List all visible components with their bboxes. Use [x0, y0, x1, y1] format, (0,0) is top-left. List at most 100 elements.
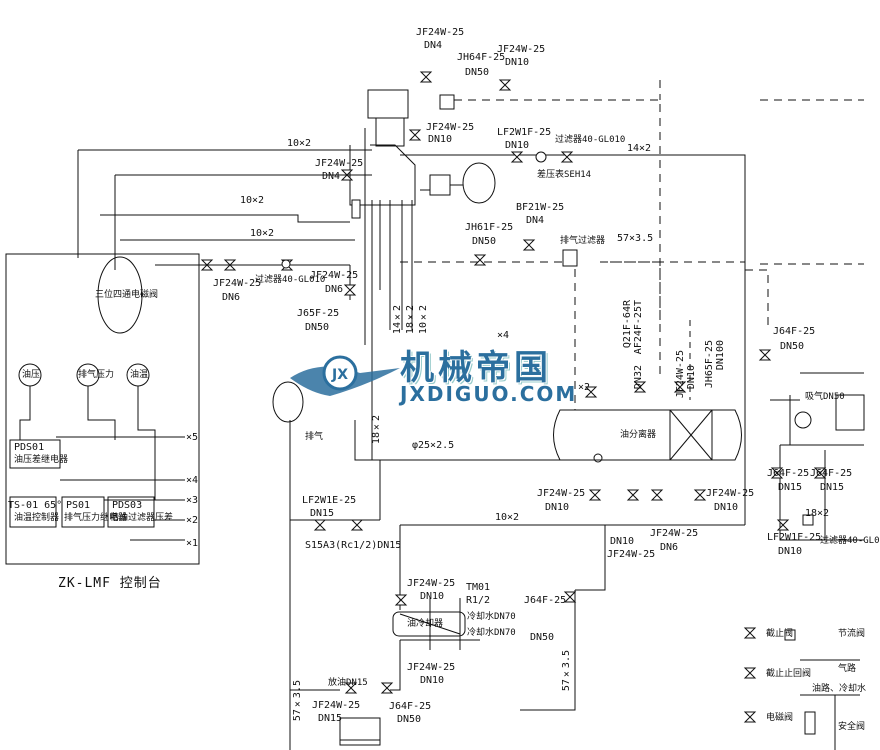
valve-label: JF24W-25 — [213, 278, 262, 289]
sensor-label: R1/2 — [466, 595, 491, 606]
valve-label: DN50 — [305, 322, 330, 333]
valve-label: DN15 — [820, 482, 845, 493]
device-label: TS-01 65° — [8, 500, 63, 511]
valve-label: JF24W-25 — [706, 488, 755, 499]
oil-separator-shape — [553, 409, 742, 461]
valve-label: DN10 — [714, 502, 739, 513]
svg-text:JX: JX — [331, 367, 348, 383]
cooler-label: 油冷却器 — [407, 619, 444, 629]
valve-label: JF24W-25 — [407, 578, 456, 589]
device-label: PDS01 — [14, 442, 45, 453]
device-label: PS01 — [66, 500, 91, 511]
pump-label: 排气 — [305, 432, 324, 442]
filter-label: 过滤器40-GL010 — [255, 275, 326, 285]
device-label: PDS03 — [112, 500, 143, 511]
pipe-size-label: 10×2 — [240, 195, 265, 206]
filter-label: 过滤器40-GL010 — [555, 135, 626, 145]
filter-label: 过滤器40-GL0 — [820, 536, 880, 546]
valve-label: DN50 — [465, 67, 490, 78]
valve-label: AF24F-25T — [633, 300, 644, 355]
control-panel-box — [5, 253, 200, 565]
pipe-size-label: DN50 — [530, 632, 555, 643]
valve-label: JF24W-25 — [426, 122, 475, 133]
terminal-label: ×3 — [186, 495, 199, 506]
valve-label: JH65F-25 — [704, 340, 715, 389]
pipe-size-label: φ25×2.5 — [412, 440, 455, 451]
valve-label: ×2 — [578, 382, 591, 393]
valve-label: BF21W-25 — [516, 202, 565, 213]
device-label: 排气压力继电器 — [64, 513, 128, 523]
gauge-label: 油温 — [130, 370, 149, 380]
device-label: 精油过滤器压差 — [110, 513, 174, 523]
panel-title: ZK-LMF 控制台 — [58, 576, 162, 591]
valve-label: J64F-25 — [524, 595, 567, 606]
valve-label: DN4 — [322, 171, 341, 182]
valve-label: JF24W-25 — [315, 158, 364, 169]
valve-label: DN10 — [686, 365, 697, 390]
valve-label: DN10 — [505, 57, 530, 68]
terminal-label: ×1 — [186, 538, 199, 549]
legend-item: 截止止回阀 — [766, 669, 812, 679]
motor-shape — [462, 162, 496, 204]
valve-label: JF24W-25 — [537, 488, 586, 499]
valve-label: JF24W-25 — [497, 44, 546, 55]
pipe-size-label: 14×2 — [392, 305, 403, 335]
valve-label: J64F-25 — [810, 468, 853, 479]
legend-item: 油路、冷却水 — [812, 684, 867, 694]
valve-label: DN10 — [505, 140, 530, 151]
count-label: ×4 — [497, 330, 510, 341]
valve-label: DN10 — [420, 591, 445, 602]
pipe-size-label: 10×2 — [287, 138, 312, 149]
valve-label: JF24W-25 — [312, 700, 361, 711]
pipe-label: 吸气DN50 — [805, 392, 845, 402]
valve-label: DN50 — [397, 714, 422, 725]
valve-label: DN50 — [472, 236, 497, 247]
valve-label: S15A3(Rc1/2)DN15 — [305, 540, 402, 551]
valve-label: JF24W-25 — [675, 350, 686, 399]
terminal-label: ×5 — [186, 432, 199, 443]
valve-label: LF2W1E-25 — [302, 495, 357, 506]
valve-label: JF24W-25 — [650, 528, 699, 539]
valve-label: DN10 — [420, 675, 445, 686]
terminal-label: ×2 — [186, 515, 199, 526]
gauge-label: 差压表SEH14 — [537, 170, 592, 180]
valve-label: DN4 — [424, 40, 443, 51]
valve-label: DN15 — [778, 482, 803, 493]
watermark-logo-icon: JX — [290, 355, 400, 396]
valve-label: DN10 — [428, 134, 453, 145]
drain-label: 放油DN15 — [328, 678, 368, 688]
pipe-size-label: 18×2 — [805, 508, 830, 519]
valve-label: DN15 — [318, 713, 343, 724]
valve-label: JF24W-25 — [607, 549, 656, 560]
gauge-label: 排气压力 — [78, 370, 115, 380]
watermark-en: JXDIGUO.COM — [400, 382, 578, 406]
pipe-size-label: 57×3.5 — [561, 650, 572, 692]
water-label: 冷却水DN70 — [467, 628, 516, 638]
valve-label: DN15 — [310, 508, 335, 519]
pipe-size-label: 57×3.5 — [617, 233, 654, 244]
valve-label: DN10 — [610, 536, 635, 547]
pipe-size-label: 14×2 — [627, 143, 652, 154]
valve-label: JH64F-25 — [457, 52, 506, 63]
valve-label: JF24W-25 — [416, 27, 465, 38]
valve-label: DN6 — [660, 542, 679, 553]
sensor-label: TM01 — [466, 582, 491, 593]
legend-item: 电磁阀 — [766, 713, 794, 723]
valve-label: LF2W1F-25 — [767, 532, 822, 543]
legend-item: 气路 — [838, 664, 857, 674]
pipe-size-label: 10×2 — [418, 305, 429, 335]
pipe-size-label: 10×2 — [250, 228, 275, 239]
pipe-size-label: 18×2 — [371, 415, 382, 445]
watermark-cn: 机械帝国 — [400, 348, 552, 388]
filter-label: 排气过滤器 — [560, 236, 606, 246]
valve-label: DN50 — [780, 341, 805, 352]
valve-label: DN10 — [545, 502, 570, 513]
water-label: 冷却水DN70 — [467, 612, 516, 622]
legend-item: 截止阀 — [766, 629, 794, 639]
valve-label: DN10 — [778, 546, 803, 557]
three-way-valve-shape — [97, 256, 143, 334]
valve-label: JF24W-25 — [407, 662, 456, 673]
device-label: 油压差继电器 — [14, 455, 69, 465]
